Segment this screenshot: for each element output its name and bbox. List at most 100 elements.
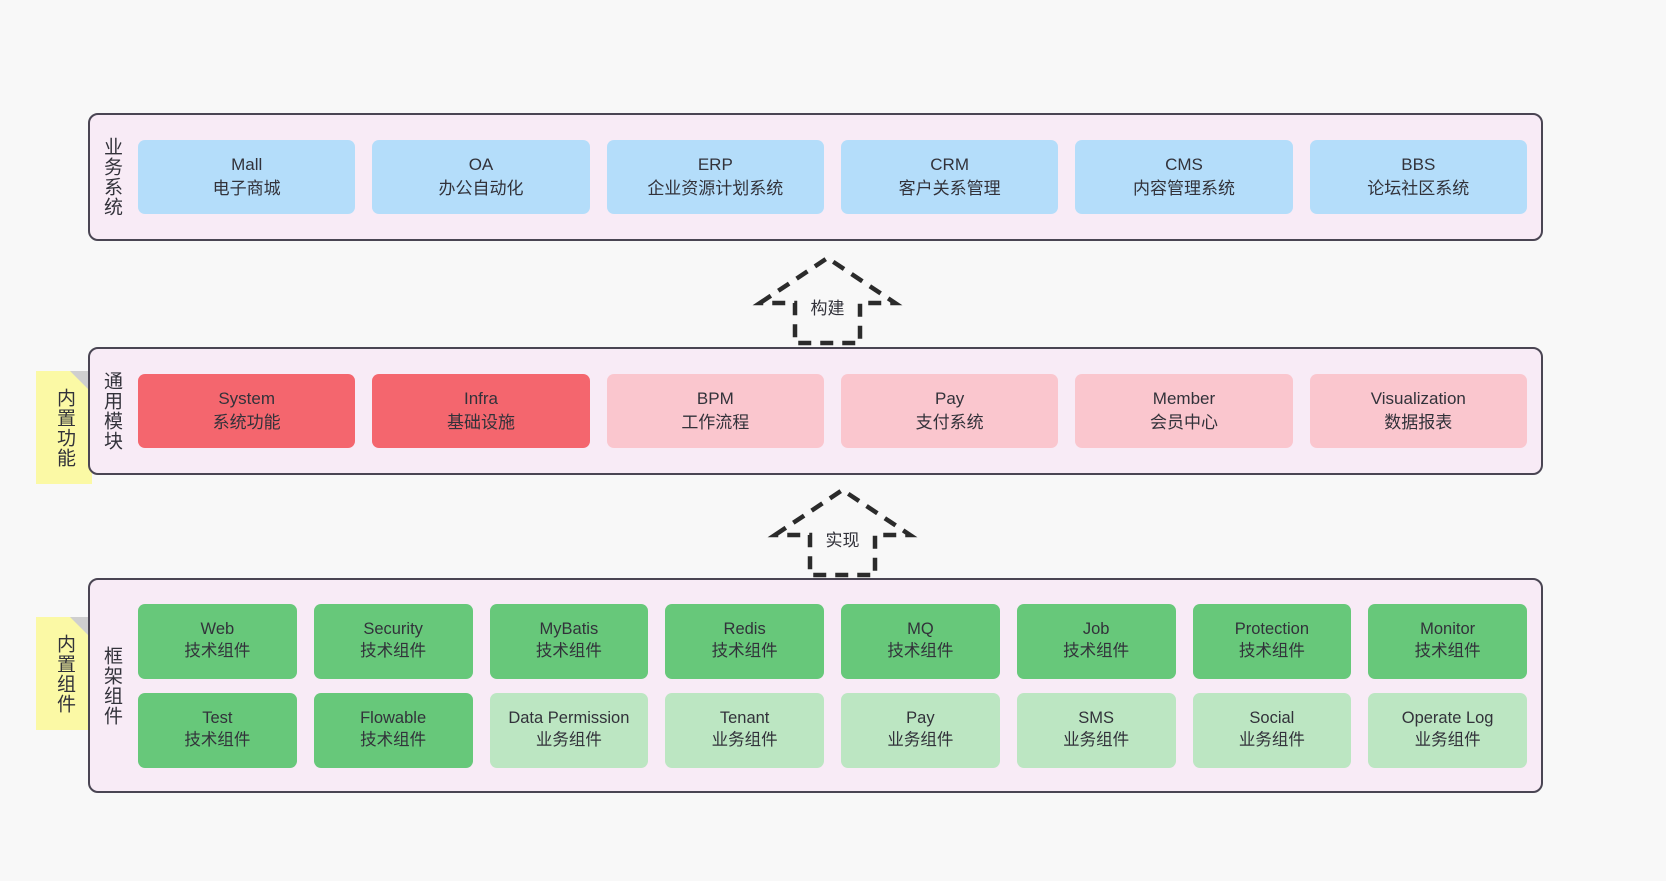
cell-flowable[interactable]: Flowable 技术组件 bbox=[313, 692, 473, 768]
layer-label-common-modules: 通用模块 bbox=[101, 371, 123, 451]
cell-cms[interactable]: CMS 内容管理系统 bbox=[1075, 140, 1293, 214]
cell-subtitle: 基础设施 bbox=[446, 413, 515, 432]
cell-row: Test 技术组件 Flowable 技术组件 Data Permission … bbox=[138, 692, 1527, 768]
cell-crm[interactable]: CRM 客户关系管理 bbox=[840, 140, 1059, 214]
cell-data-permission[interactable]: Data Permission 业务组件 bbox=[489, 692, 649, 768]
layer-body-common-modules: System 系统功能 Infra 基础设施 BPM 工作流程 Pay 支付系统… bbox=[132, 349, 1541, 473]
cell-tenant[interactable]: Tenant 业务组件 bbox=[665, 692, 824, 768]
cell-bbs[interactable]: BBS 论坛社区系统 bbox=[1309, 140, 1527, 214]
cell-title: Job bbox=[1082, 620, 1110, 639]
cell-title: Data Permission bbox=[508, 709, 630, 728]
cell-mq[interactable]: MQ 技术组件 bbox=[841, 603, 1000, 679]
cell-row: Web 技术组件 Security 技术组件 MyBatis 技术组件 Redi… bbox=[138, 603, 1527, 679]
cell-system[interactable]: System 系统功能 bbox=[138, 374, 356, 448]
cell-subtitle: 业务组件 bbox=[1414, 731, 1481, 749]
cell-operate-log[interactable]: Operate Log 业务组件 bbox=[1368, 692, 1527, 768]
cell-mall[interactable]: Mall 电子商城 bbox=[138, 140, 356, 214]
cell-oa[interactable]: OA 办公自动化 bbox=[372, 140, 590, 214]
layer-business-systems: 业务系统 Mall 电子商城 OA 办公自动化 ERP 企业资源计划系统 CRM… bbox=[88, 113, 1543, 241]
cell-title: ERP bbox=[697, 154, 733, 174]
cell-subtitle: 支付系统 bbox=[915, 413, 984, 432]
arrow-implement: 实现 bbox=[767, 487, 918, 578]
cell-subtitle: 业务组件 bbox=[887, 731, 954, 749]
cell-title: Mall bbox=[231, 154, 263, 174]
cell-subtitle: 技术组件 bbox=[887, 642, 954, 660]
cell-title: Member bbox=[1152, 388, 1216, 408]
cell-web[interactable]: Web 技术组件 bbox=[138, 603, 297, 679]
cell-subtitle: 技术组件 bbox=[1238, 642, 1305, 660]
layer-body-framework-components: Web 技术组件 Security 技术组件 MyBatis 技术组件 Redi… bbox=[132, 580, 1541, 791]
cell-redis[interactable]: Redis 技术组件 bbox=[665, 603, 824, 679]
cell-title: BBS bbox=[1401, 154, 1436, 174]
cell-visualization[interactable]: Visualization 数据报表 bbox=[1309, 374, 1527, 448]
cell-subtitle: 业务组件 bbox=[711, 731, 778, 749]
sticky-note-label: 内置组件 bbox=[54, 633, 76, 714]
cell-subtitle: 会员中心 bbox=[1149, 413, 1218, 432]
arrow-build-outline bbox=[752, 255, 903, 346]
sticky-note-built-in-functions: 内置功能 bbox=[36, 371, 92, 484]
layer-common-modules: 通用模块 System 系统功能 Infra 基础设施 BPM 工作流程 Pay… bbox=[88, 347, 1543, 475]
cell-mybatis[interactable]: MyBatis 技术组件 bbox=[489, 603, 649, 679]
arrow-build: 构建 bbox=[752, 255, 903, 346]
cell-title: BPM bbox=[696, 388, 734, 408]
layer-body-business-systems: Mall 电子商城 OA 办公自动化 ERP 企业资源计划系统 CRM 客户关系… bbox=[132, 115, 1541, 239]
cell-subtitle: 论坛社区系统 bbox=[1367, 179, 1470, 198]
cell-title: MQ bbox=[907, 620, 934, 639]
cell-title: Protection bbox=[1234, 620, 1310, 639]
sticky-note-label: 内置功能 bbox=[54, 387, 76, 468]
cell-subtitle: 办公自动化 bbox=[438, 179, 524, 198]
cell-protection[interactable]: Protection 技术组件 bbox=[1192, 603, 1352, 679]
cell-title: Infra bbox=[463, 388, 498, 408]
cell-title: Social bbox=[1249, 709, 1295, 728]
cell-subtitle: 技术组件 bbox=[184, 731, 251, 749]
cell-title: Operate Log bbox=[1401, 709, 1494, 728]
cell-social[interactable]: Social 业务组件 bbox=[1192, 692, 1352, 768]
cell-subtitle: 系统功能 bbox=[212, 413, 281, 432]
cell-subtitle: 技术组件 bbox=[360, 642, 427, 660]
cell-title: CMS bbox=[1165, 154, 1203, 174]
cell-row: System 系统功能 Infra 基础设施 BPM 工作流程 Pay 支付系统… bbox=[138, 374, 1527, 448]
cell-pay[interactable]: Pay 支付系统 bbox=[840, 374, 1059, 448]
cell-title: Test bbox=[202, 709, 233, 728]
cell-title: MyBatis bbox=[539, 620, 599, 639]
cell-subtitle: 技术组件 bbox=[184, 642, 251, 660]
cell-subtitle: 电子商城 bbox=[212, 179, 281, 198]
layer-framework-components: 框架组件 Web 技术组件 Security 技术组件 MyBatis 技术组件… bbox=[88, 578, 1543, 793]
arrow-implement-outline bbox=[767, 487, 918, 578]
cell-security[interactable]: Security 技术组件 bbox=[313, 603, 473, 679]
cell-test[interactable]: Test 技术组件 bbox=[138, 692, 297, 768]
cell-subtitle: 工作流程 bbox=[681, 413, 750, 432]
cell-title: OA bbox=[468, 154, 494, 174]
layer-label-business-systems: 业务系统 bbox=[101, 137, 123, 217]
cell-subtitle: 技术组件 bbox=[1414, 642, 1481, 660]
cell-bpm[interactable]: BPM 工作流程 bbox=[606, 374, 824, 448]
sticky-note-built-in-components: 内置组件 bbox=[36, 617, 92, 730]
cell-subtitle: 业务组件 bbox=[1063, 731, 1130, 749]
cell-title: SMS bbox=[1078, 709, 1114, 728]
cell-row: Mall 电子商城 OA 办公自动化 ERP 企业资源计划系统 CRM 客户关系… bbox=[138, 140, 1527, 214]
cell-subtitle: 业务组件 bbox=[1238, 731, 1305, 749]
cell-member[interactable]: Member 会员中心 bbox=[1075, 374, 1293, 448]
cell-subtitle: 客户关系管理 bbox=[898, 179, 1001, 198]
cell-title: Tenant bbox=[719, 709, 770, 728]
cell-title: Flowable bbox=[360, 709, 427, 728]
cell-title: Pay bbox=[935, 388, 965, 408]
cell-subtitle: 技术组件 bbox=[711, 642, 778, 660]
cell-title: System bbox=[218, 388, 275, 408]
cell-monitor[interactable]: Monitor 技术组件 bbox=[1368, 603, 1527, 679]
cell-infra[interactable]: Infra 基础设施 bbox=[372, 374, 590, 448]
cell-pay-business[interactable]: Pay 业务组件 bbox=[841, 692, 1000, 768]
cell-job[interactable]: Job 技术组件 bbox=[1016, 603, 1176, 679]
cell-subtitle: 数据报表 bbox=[1384, 413, 1453, 432]
cell-erp[interactable]: ERP 企业资源计划系统 bbox=[606, 140, 824, 214]
cell-subtitle: 技术组件 bbox=[1063, 642, 1130, 660]
cell-subtitle: 业务组件 bbox=[535, 731, 602, 749]
cell-subtitle: 技术组件 bbox=[360, 731, 427, 749]
cell-sms[interactable]: SMS 业务组件 bbox=[1016, 692, 1176, 768]
cell-title: Redis bbox=[723, 620, 766, 639]
cell-title: CRM bbox=[930, 154, 969, 174]
cell-title: Security bbox=[363, 620, 423, 639]
cell-title: Pay bbox=[906, 709, 935, 728]
cell-title: Monitor bbox=[1420, 620, 1476, 639]
cell-title: Web bbox=[200, 620, 235, 639]
